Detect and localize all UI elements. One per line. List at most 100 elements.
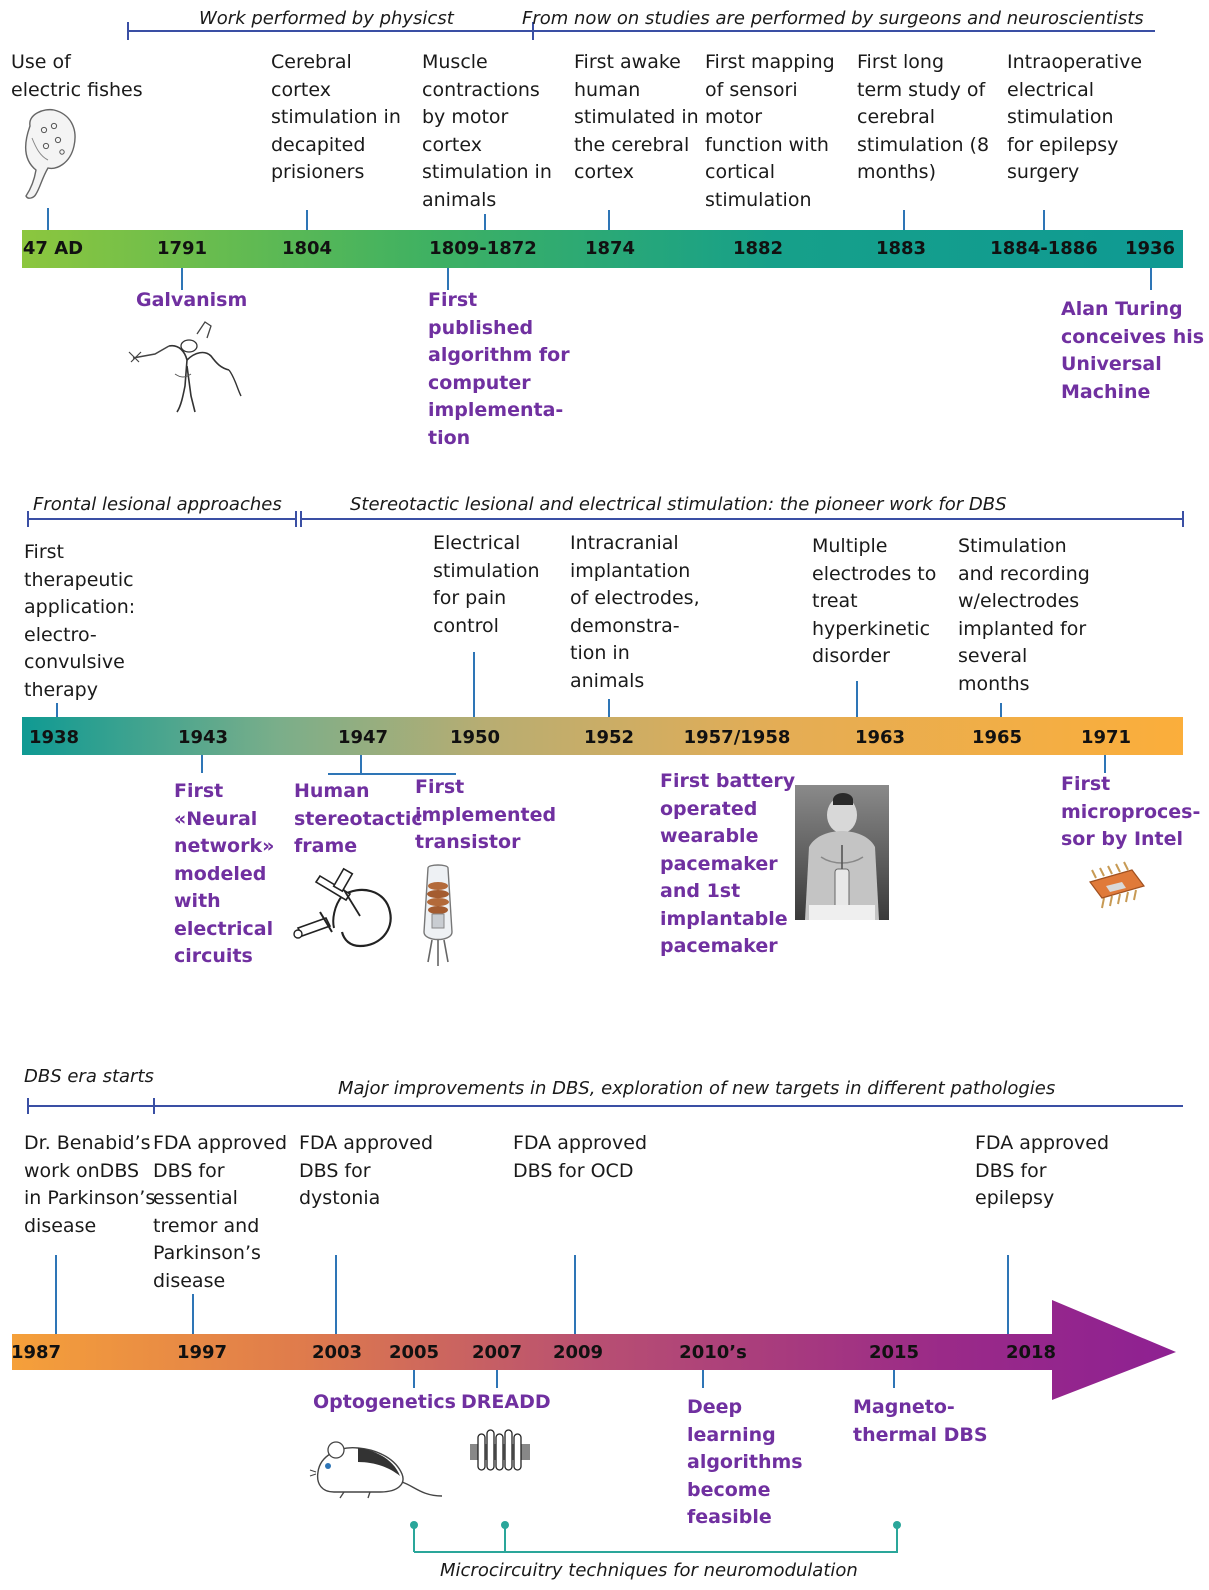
- timeline-tick: [306, 210, 308, 230]
- era-label-surgeons: From now on studies are performed by sur…: [522, 8, 1144, 29]
- electric-fish-image: [25, 108, 76, 199]
- tech-microprocessor: First microproces- sor by Intel: [1061, 773, 1201, 850]
- timeline-tick: [1007, 1255, 1009, 1334]
- era-label-physicists: Work performed by physicst: [199, 8, 454, 29]
- year-label: 1936: [1124, 238, 1176, 259]
- year-label: 1950: [449, 727, 501, 748]
- year-label: 1882: [732, 238, 784, 259]
- year-label: 1963: [854, 727, 906, 748]
- year-label: 1791: [156, 238, 208, 259]
- year-label: 2003: [311, 1342, 363, 1363]
- era-label-stereotactic: Stereotactic lesional and electrical sti…: [350, 494, 1007, 515]
- year-label: 2005: [388, 1342, 440, 1363]
- galvanism-frog-image: [128, 321, 242, 413]
- timeline-tick: [903, 210, 905, 230]
- event-1804: Cerebral cortex stimulation in decapited…: [271, 51, 401, 183]
- year-label: 1884-1886: [990, 238, 1098, 259]
- year-label: 1997: [176, 1342, 228, 1363]
- timeline-tick: [1150, 268, 1152, 290]
- tech-neural-network: First «Neural network» modeled with elec…: [174, 780, 275, 967]
- timeline-tick: [1000, 703, 1002, 717]
- tech-deep-learning: Deep learning algorithms become feasible: [687, 1396, 803, 1528]
- event-1874: First awake human stimulated in the cere…: [574, 51, 699, 183]
- event-1884-1886: Intraoperative electrical stimulation fo…: [1007, 51, 1143, 183]
- tech-transistor: First implemented transistor: [415, 776, 557, 853]
- dreadd-receptor-image: [470, 1429, 530, 1471]
- event-1965: Stimulation and recording w/electrodes i…: [958, 535, 1090, 695]
- year-label: 1943: [177, 727, 229, 748]
- tech-galvanism: Galvanism: [136, 289, 248, 311]
- timeline-tick: [181, 268, 183, 290]
- year-label: 2007: [471, 1342, 523, 1363]
- event-1938: First therapeutic application: electro- …: [24, 541, 136, 701]
- pacemaker-photo: [795, 785, 889, 920]
- transistor-image: [423, 864, 453, 966]
- timeline-tick: [1043, 210, 1045, 230]
- timeline-tick: [360, 755, 362, 773]
- timeline-tick: [893, 1370, 895, 1388]
- event-1952: Intracranial implantation of electrodes,…: [570, 532, 700, 692]
- year-label: 1804: [281, 238, 333, 259]
- timeline-tick: [55, 1255, 57, 1334]
- timeline-tick: [335, 1255, 337, 1334]
- timeline-tick: [856, 681, 858, 717]
- timeline-tick: [484, 214, 486, 230]
- timeline-tick: [56, 703, 58, 717]
- bracket-1947: [328, 773, 456, 775]
- year-label: 1874: [584, 238, 636, 259]
- timeline-tick: [608, 699, 610, 717]
- year-label: 1965: [971, 727, 1023, 748]
- timeline-tick: [201, 755, 203, 773]
- microcircuitry-label: Microcircuitry techniques for neuromodul…: [440, 1560, 858, 1581]
- era-label-frontal: Frontal lesional approaches: [33, 494, 282, 515]
- event-1883: First long term study of cerebral stimul…: [857, 51, 990, 183]
- tech-pacemaker: First battery operated wearable pacemake…: [660, 770, 796, 957]
- year-label: 1957/1958: [683, 727, 791, 748]
- event-2009: FDA approved DBS for OCD: [513, 1132, 648, 1182]
- tech-magnetothermal: Magneto- thermal DBS: [853, 1396, 988, 1446]
- timeline-arrow-3: [12, 1300, 1176, 1400]
- tech-turing-machine: Alan Turing conceives his Universal Mach…: [1061, 298, 1205, 403]
- year-label: 2018: [1005, 1342, 1057, 1363]
- timeline-band-1: [22, 230, 1183, 268]
- year-label: 47 AD: [22, 238, 84, 259]
- timeline-tick: [192, 1294, 194, 1334]
- year-label: 2015: [868, 1342, 920, 1363]
- timeline-tick: [702, 1370, 704, 1388]
- era-label-dbs-improvements: Major improvements in DBS, exploration o…: [338, 1078, 1056, 1099]
- event-2003: FDA approved DBS for dystonia: [299, 1132, 434, 1209]
- event-1997: FDA approved DBS for essential tremor an…: [153, 1132, 288, 1292]
- event-1963: Multiple electrodes to treat hyperkineti…: [812, 535, 937, 667]
- timeline-tick: [608, 210, 610, 230]
- tech-first-algorithm: First published algorithm for computer i…: [428, 289, 570, 449]
- optogenetics-mouse-image: [309, 1441, 443, 1499]
- tech-dreadd: DREADD: [461, 1391, 551, 1413]
- timeline-tick: [413, 1370, 415, 1388]
- event-1882: First mapping of sensori motor function …: [705, 51, 835, 211]
- event-1950: Electrical stimulation for pain control: [433, 532, 540, 637]
- timeline-tick: [473, 652, 475, 717]
- year-label: 1947: [337, 727, 389, 748]
- timeline-tick: [47, 208, 49, 230]
- timeline-band-2: [22, 717, 1183, 755]
- year-label: 1938: [28, 727, 80, 748]
- year-label: 1952: [583, 727, 635, 748]
- year-label: 1809-1872: [429, 238, 537, 259]
- timeline-tick: [1104, 755, 1106, 773]
- year-label: 1971: [1080, 727, 1132, 748]
- timeline-tick: [496, 1370, 498, 1388]
- year-label: 2009: [552, 1342, 604, 1363]
- event-electric-fishes: Use of electric fishes: [11, 51, 143, 101]
- era-label-dbs-starts: DBS era starts: [24, 1066, 154, 1087]
- tech-stereotactic-frame: Human stereotactic frame: [294, 780, 423, 857]
- event-1809-1872: Muscle contractions by motor cortex stim…: [422, 51, 552, 211]
- tech-optogenetics: Optogenetics: [313, 1391, 456, 1413]
- stereotactic-frame-image: [293, 867, 392, 948]
- timeline-tick: [447, 268, 449, 290]
- year-label: 1987: [10, 1342, 62, 1363]
- year-label: 2010’s: [679, 1342, 747, 1363]
- microprocessor-chip-image: [1088, 861, 1146, 909]
- year-label: 1883: [875, 238, 927, 259]
- event-2018: FDA approved DBS for epilepsy: [975, 1132, 1110, 1209]
- event-1987: Dr. Benabid’s work onDBS in Parkinson’s …: [24, 1132, 156, 1237]
